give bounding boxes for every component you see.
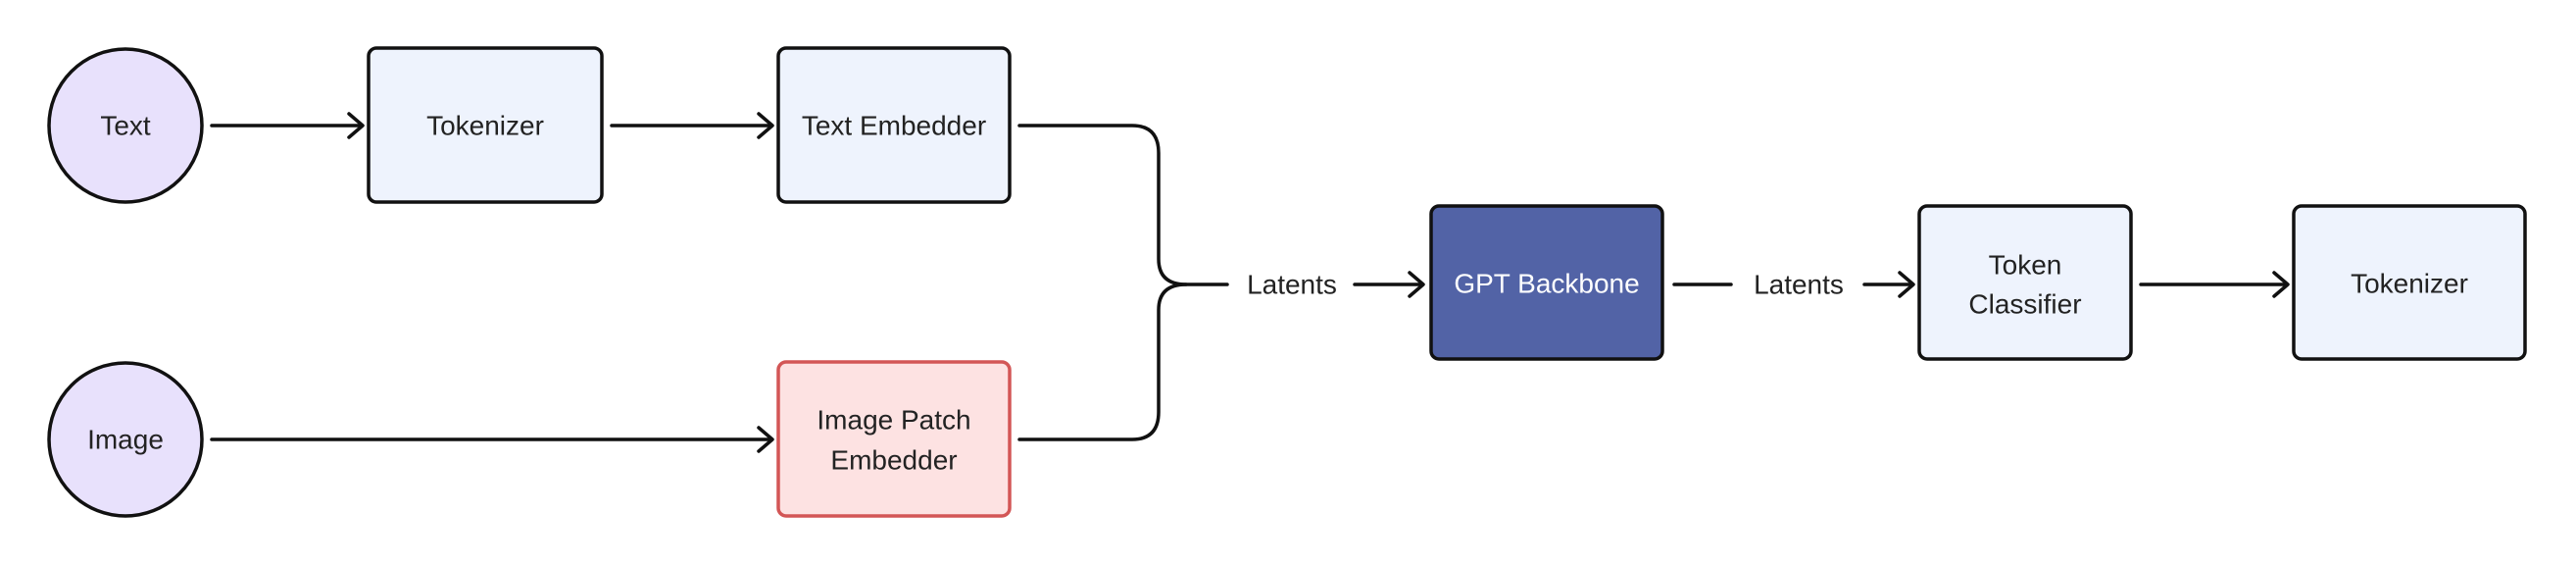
node-box	[776, 46, 1012, 204]
node-label-line2: Embedder	[830, 445, 957, 476]
arrowhead	[347, 112, 365, 139]
node-label: Tokenizer	[426, 111, 544, 141]
node-box	[2292, 204, 2527, 361]
edge-label-latents-out: Latents	[1754, 270, 1844, 300]
edge-label-latents-in: Latents	[1247, 270, 1337, 300]
merge-bracket-bottom	[1017, 282, 1188, 441]
node-box	[367, 46, 604, 204]
node-image-patch-embedder: Image Patch Embedder	[776, 360, 1012, 518]
node-box	[1429, 204, 1664, 361]
node-token-classifier: Token Classifier	[1917, 204, 2133, 361]
node-tokenizer-out: Tokenizer	[2292, 204, 2527, 361]
node-label: Image	[87, 425, 164, 455]
arrowhead	[1898, 271, 1915, 298]
arrowhead	[757, 426, 774, 453]
input-circle	[47, 47, 204, 204]
node-label-line2: Classifier	[1968, 289, 2081, 320]
merge-bracket-top	[1017, 124, 1229, 286]
node-gpt-backbone: GPT Backbone	[1429, 204, 1664, 361]
node-box	[776, 360, 1012, 518]
arrowhead	[1408, 271, 1425, 298]
node-label: GPT Backbone	[1454, 269, 1639, 299]
node-label: Tokenizer	[2351, 269, 2468, 299]
node-label: Text	[100, 111, 151, 141]
node-label-line1: Token	[1989, 250, 2062, 281]
node-label: Text Embedder	[802, 111, 986, 141]
arrowhead	[2272, 271, 2290, 298]
input-circle	[47, 361, 204, 518]
arrowhead	[757, 112, 774, 139]
node-label-line1: Image Patch	[817, 405, 970, 436]
node-text-input: Text	[47, 47, 204, 204]
node-image-input: Image	[47, 361, 204, 518]
node-tokenizer-in: Tokenizer	[367, 46, 604, 204]
node-text-embedder: Text Embedder	[776, 46, 1012, 204]
node-box	[1917, 204, 2133, 361]
